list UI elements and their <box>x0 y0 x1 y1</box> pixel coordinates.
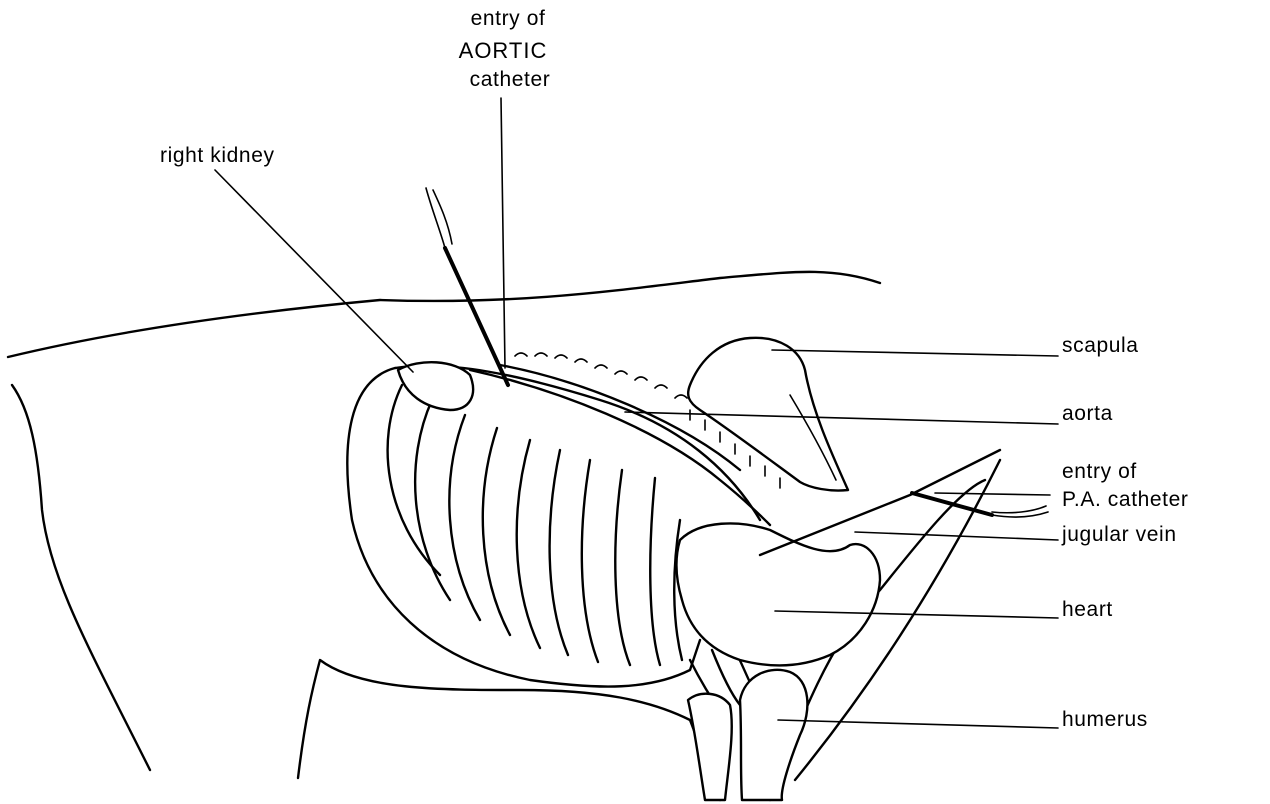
aortic-entry-label-line2: AORTIC <box>459 38 548 63</box>
scapula-label: scapula <box>1062 334 1139 357</box>
humerus-label: humerus <box>1062 708 1148 731</box>
aortic-catheter <box>426 188 508 385</box>
aorta-label: aorta <box>1062 402 1113 425</box>
aortic-entry-label-line3: catheter <box>470 68 551 91</box>
jugular-vein-label: jugular vein <box>1061 523 1177 546</box>
heart-label: heart <box>1062 598 1113 621</box>
pa-entry-label-line2: P.A. catheter <box>1062 488 1189 511</box>
aortic-entry-label-line1: entry of <box>471 7 546 30</box>
pa-entry-label-line1: entry of <box>1062 460 1137 483</box>
humerus <box>740 670 807 800</box>
leader-lines <box>215 98 1058 728</box>
right-kidney-label: right kidney <box>160 144 275 167</box>
right-kidney <box>398 362 473 410</box>
heart <box>676 523 880 665</box>
